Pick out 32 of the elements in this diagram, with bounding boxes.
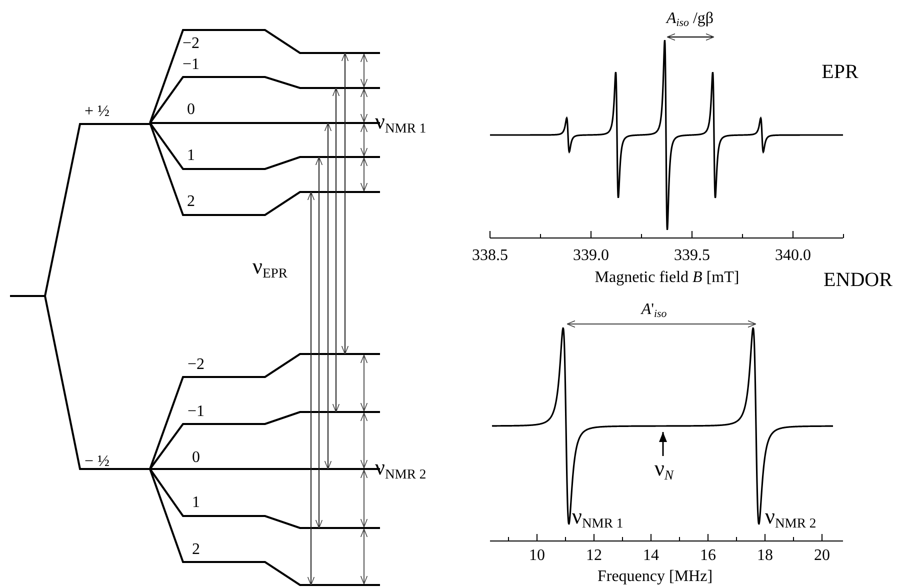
peak-label: ν$_{NMR 1}$	[572, 506, 624, 530]
frequency-label: ν$_{N}$	[654, 458, 674, 482]
spin-label: − ½	[84, 454, 110, 470]
quantum-number-label: −1	[187, 404, 205, 420]
quantum-number-label: 0	[192, 450, 200, 466]
axis-title: Frequency [MHz]	[597, 569, 713, 585]
peak-label: ν$_{NMR 2}$	[765, 506, 816, 530]
quantum-number-label: 1	[192, 495, 200, 511]
coupling-label: A$_{iso}$ /gβ	[666, 10, 714, 30]
quantum-number-label: 2	[192, 542, 200, 558]
tick-label: 16	[700, 548, 716, 564]
tick-label: 339.5	[674, 248, 710, 264]
axis-title: Magnetic field B [mT]	[594, 270, 740, 286]
tick-label: 10	[529, 548, 545, 564]
transition-label: ν$_{EPR}$	[252, 256, 288, 280]
quantum-number-label: −2	[187, 357, 205, 373]
tick-label: 340.0	[775, 248, 811, 264]
quantum-number-label: 1	[187, 148, 195, 164]
spectrum-title: ENDOR	[824, 270, 892, 290]
tick-label: 20	[814, 548, 830, 564]
quantum-number-label: −2	[182, 36, 200, 52]
tick-label: 14	[643, 548, 659, 564]
tick-label: 338.5	[472, 248, 508, 264]
quantum-number-label: −1	[182, 57, 200, 73]
quantum-number-label: 2	[187, 194, 195, 210]
tick-label: 18	[757, 548, 773, 564]
tick-label: 12	[586, 548, 602, 564]
coupling-label: A'$_{iso}$	[641, 302, 667, 320]
spectrum-title: EPR	[822, 62, 858, 82]
tick-label: 339.0	[573, 248, 609, 264]
spin-label: + ½	[84, 104, 110, 120]
quantum-number-label: 0	[187, 102, 195, 118]
